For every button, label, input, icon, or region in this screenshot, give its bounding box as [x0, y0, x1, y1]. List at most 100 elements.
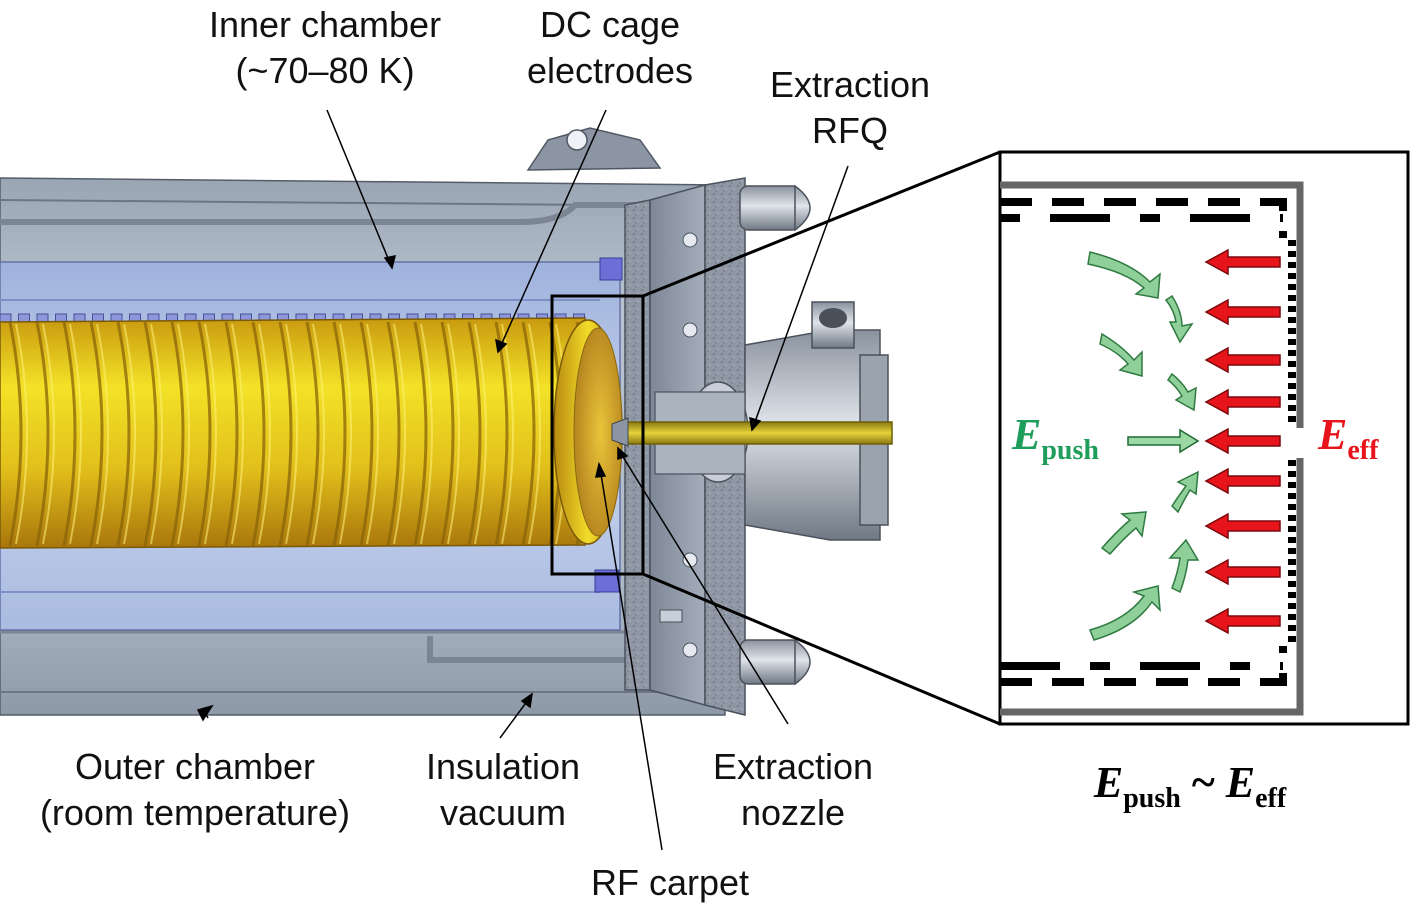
- electrode-ring-edge: [440, 321, 455, 547]
- label-extraction-nozzle-line1: Extraction: [712, 746, 874, 787]
- dc-cage-electrodes: [0, 317, 623, 549]
- electrode-ring-edge: [116, 321, 131, 547]
- rf-carpet-electrode-dot: [1288, 559, 1296, 565]
- electrode-ring-highlight: [528, 323, 541, 545]
- relation-e-push-subscript: push: [1123, 782, 1181, 814]
- rf-carpet-electrode-dot: [1288, 548, 1296, 554]
- relation-e-eff-symbol: E: [1225, 758, 1256, 807]
- rf-carpet-electrode-dot: [1288, 273, 1296, 279]
- label-dc-cage-line1: DC cage: [539, 4, 681, 45]
- push-field-arrow: [1168, 538, 1200, 594]
- rf-carpet-electrode-dot: [1288, 328, 1296, 334]
- rf-carpet-electrode-dot: [1288, 504, 1296, 510]
- relation-e-push-symbol: E: [1093, 758, 1124, 807]
- electrode-ring-highlight: [69, 323, 82, 545]
- electrode-ring-highlight: [258, 323, 271, 545]
- label-extraction-rfq-line2: RFQ: [812, 110, 888, 151]
- rf-carpet-electrode-dot: [1288, 405, 1296, 411]
- rf-carpet-electrode-dot: [1288, 262, 1296, 268]
- push-field-arrow: [1099, 332, 1143, 377]
- extraction-nozzle-part: [611, 417, 629, 447]
- electrode-ring-edge: [251, 321, 266, 547]
- label-extraction-nozzle: Extraction nozzle: [688, 744, 898, 836]
- rf-carpet-electrode-dot: [1288, 339, 1296, 345]
- label-outer-chamber: Outer chamber (room temperature): [0, 744, 390, 836]
- electrode-ring-edge: [89, 321, 104, 547]
- electrode-ring-edge: [197, 321, 212, 547]
- electrode-ring-edge: [521, 321, 536, 547]
- electrode-ring-highlight: [231, 323, 244, 545]
- rf-carpet-electrode-dot: [1288, 570, 1296, 576]
- effective-field-arrow: [1204, 467, 1281, 495]
- electrode-ring-highlight: [204, 323, 217, 545]
- electrode-ring-highlight: [96, 323, 109, 545]
- push-arrow: [1127, 428, 1200, 454]
- flange-bolt-top: [739, 184, 811, 232]
- rf-carpet-electrode-dot: [1288, 625, 1296, 631]
- electrode-ring-edge: [359, 321, 374, 547]
- push-field-arrow: [1087, 251, 1161, 299]
- effective-field-arrow: [1204, 346, 1281, 374]
- electrode-ring-edge: [224, 321, 239, 547]
- effective-field-arrow: [1204, 298, 1281, 326]
- electrode-ring-edge: [278, 321, 293, 547]
- rf-carpet-electrode-dot: [1288, 592, 1296, 598]
- label-insulation-vacuum-line1: Insulation: [425, 746, 581, 787]
- electrode-ring-highlight: [123, 323, 136, 545]
- rf-carpet-electrode-dot: [1288, 284, 1296, 290]
- leader-lines: [196, 109, 849, 851]
- label-inner-chamber-line1: Inner chamber: [208, 4, 442, 45]
- rf-carpet-electrode-dot: [1288, 416, 1296, 422]
- label-dc-cage-electrodes: DC cage electrodes: [500, 2, 720, 94]
- mounting-bracket: [526, 127, 662, 171]
- electrode-ring-highlight: [393, 323, 406, 545]
- label-insulation-vacuum: Insulation vacuum: [398, 744, 608, 836]
- effective-field-arrow: [1204, 558, 1281, 586]
- flange-bolt-bottom: [739, 638, 811, 686]
- label-dc-cage-line2: electrodes: [526, 50, 694, 91]
- electrode-ring-highlight: [285, 323, 298, 545]
- rf-carpet-electrode-dot: [1288, 394, 1296, 400]
- rf-carpet-electrode-dot: [1288, 295, 1296, 301]
- rf-carpet-electrode-dot: [1288, 251, 1296, 257]
- label-inner-chamber: Inner chamber (~70–80 K): [180, 2, 470, 94]
- electrode-ring-edge: [413, 321, 428, 547]
- electrode-ring-highlight: [366, 323, 379, 545]
- electrode-ring-highlight: [42, 323, 55, 545]
- electrode-ring-edge: [62, 321, 77, 547]
- push-field-arrow: [1171, 470, 1199, 514]
- push-field-arrow: [1166, 372, 1197, 412]
- effective-field-arrow: [1204, 512, 1281, 540]
- push-field-arrow: [1100, 511, 1147, 556]
- electrode-ring-edge: [305, 321, 320, 547]
- label-extraction-nozzle-line2: nozzle: [740, 792, 846, 833]
- electrode-ring-highlight: [474, 323, 487, 545]
- electrode-ring-edge: [386, 321, 401, 547]
- rf-carpet-electrode-dot: [1288, 636, 1296, 642]
- electrode-ring-highlight: [420, 323, 433, 545]
- push-field-arrow: [1088, 585, 1161, 641]
- electrode-ring-highlight: [177, 323, 190, 545]
- electrode-ring-edge: [8, 321, 23, 547]
- zoom-region-box: [550, 294, 645, 576]
- effective-field-arrow: [1204, 607, 1281, 635]
- relation-tilde: ~: [1191, 758, 1215, 807]
- electrode-ring-highlight: [150, 323, 163, 545]
- e-eff-symbol: E: [1318, 410, 1348, 459]
- rf-carpet-electrode-dot: [1288, 581, 1296, 587]
- electrode-ring-highlight: [501, 323, 514, 545]
- e-push-symbol: E: [1012, 410, 1042, 459]
- relation-e-push-approx-e-eff: Epush ~ Eeff: [1060, 760, 1320, 822]
- label-extraction-rfq-line1: Extraction: [769, 64, 931, 105]
- electrode-ring-edge: [467, 321, 482, 547]
- electrode-ring-highlight: [312, 323, 325, 545]
- electrode-ring-edge: [332, 321, 347, 547]
- rf-carpet-electrode-dot: [1288, 372, 1296, 378]
- rf-carpet-electrode-dot: [1288, 240, 1296, 246]
- label-outer-chamber-line1: Outer chamber: [74, 746, 316, 787]
- effective-field-arrow: [1204, 388, 1281, 416]
- effective-field-arrow: [1204, 248, 1281, 276]
- e-eff-subscript: eff: [1347, 434, 1379, 466]
